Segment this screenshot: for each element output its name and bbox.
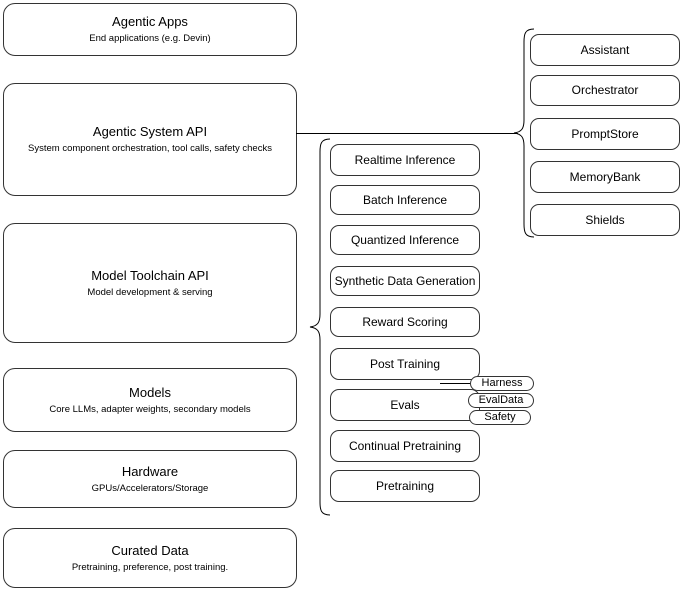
toolchain-item-label: Reward Scoring bbox=[362, 314, 448, 329]
toolchain-item-label: Evals bbox=[390, 397, 420, 412]
toolchain-item-batch-inference[interactable]: Batch Inference bbox=[330, 185, 480, 215]
layer-subtitle: Pretraining, preference, post training. bbox=[71, 561, 229, 573]
layer-subtitle: System component orchestration, tool cal… bbox=[28, 143, 272, 154]
layer-title: Agentic System API bbox=[92, 124, 208, 139]
system-item-promptstore[interactable]: PromptStore bbox=[530, 118, 680, 150]
toolchain-item-synthetic-data-generation[interactable]: Synthetic Data Generation bbox=[330, 266, 480, 296]
eval-pill-harness[interactable]: Harness bbox=[470, 376, 534, 391]
layer-subtitle: GPUs/Accelerators/Storage bbox=[91, 482, 209, 494]
eval-pill-label: Harness bbox=[481, 377, 523, 389]
toolchain-item-quantized-inference[interactable]: Quantized Inference bbox=[330, 225, 480, 255]
toolchain-item-label: Pretraining bbox=[375, 478, 435, 493]
toolchain-item-label: Continual Pretraining bbox=[348, 438, 462, 453]
eval-pill-safety[interactable]: Safety bbox=[469, 410, 531, 425]
toolchain-item-realtime-inference[interactable]: Realtime Inference bbox=[330, 144, 480, 176]
system-item-assistant[interactable]: Assistant bbox=[530, 34, 680, 66]
toolchain-item-label: Post Training bbox=[369, 356, 441, 371]
layer-box-agentic-system-api[interactable]: Agentic System API System component orch… bbox=[3, 83, 297, 196]
toolchain-item-label: Quantized Inference bbox=[350, 232, 460, 247]
layer-box-models[interactable]: Models Core LLMs, adapter weights, secon… bbox=[3, 368, 297, 432]
toolchain-item-label: Batch Inference bbox=[362, 192, 448, 207]
toolchain-item-reward-scoring[interactable]: Reward Scoring bbox=[330, 307, 480, 337]
eval-pill-evaldata[interactable]: EvalData bbox=[468, 393, 534, 408]
layer-title: Hardware bbox=[121, 463, 179, 479]
layer-subtitle: End applications (e.g. Devin) bbox=[89, 33, 211, 44]
layer-box-agentic-apps[interactable]: Agentic Apps End applications (e.g. Devi… bbox=[3, 3, 297, 56]
eval-pill-label: EvalData bbox=[478, 394, 524, 406]
toolchain-item-evals[interactable]: Evals bbox=[330, 389, 480, 421]
system-item-shields[interactable]: Shields bbox=[530, 204, 680, 236]
brace-toolchain-group bbox=[309, 138, 331, 516]
layer-title: Models bbox=[129, 384, 171, 400]
system-item-label: Orchestrator bbox=[571, 83, 639, 97]
layer-title: Curated Data bbox=[111, 542, 189, 558]
system-item-label: Shields bbox=[585, 212, 625, 227]
system-item-label: MemoryBank bbox=[569, 169, 641, 184]
layer-subtitle: Core LLMs, adapter weights, secondary mo… bbox=[49, 403, 251, 415]
toolchain-item-post-training[interactable]: Post Training bbox=[330, 348, 480, 380]
system-item-label: PromptStore bbox=[571, 126, 639, 141]
layer-box-model-toolchain-api[interactable]: Model Toolchain API Model development & … bbox=[3, 223, 297, 343]
system-item-label: Assistant bbox=[580, 42, 630, 57]
system-item-orchestrator[interactable]: Orchestrator bbox=[530, 75, 680, 106]
connector-system-api-to-brace bbox=[296, 133, 518, 134]
toolchain-item-continual-pretraining[interactable]: Continual Pretraining bbox=[330, 430, 480, 462]
layer-subtitle: Model development & serving bbox=[87, 286, 213, 298]
layer-title: Agentic Apps bbox=[112, 14, 188, 29]
layer-title: Model Toolchain API bbox=[91, 267, 209, 283]
layer-box-curated-data[interactable]: Curated Data Pretraining, preference, po… bbox=[3, 528, 297, 588]
layer-box-hardware[interactable]: Hardware GPUs/Accelerators/Storage bbox=[3, 450, 297, 508]
eval-pill-label: Safety bbox=[484, 411, 516, 423]
toolchain-item-label: Synthetic Data Generation bbox=[334, 273, 476, 288]
toolchain-item-label: Realtime Inference bbox=[354, 152, 456, 167]
toolchain-item-pretraining[interactable]: Pretraining bbox=[330, 470, 480, 502]
system-item-memorybank[interactable]: MemoryBank bbox=[530, 161, 680, 193]
